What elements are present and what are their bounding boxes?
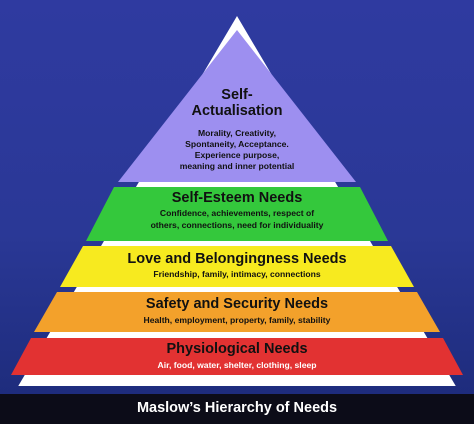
tier-self-esteem — [86, 187, 388, 241]
tier-safety-security — [34, 292, 440, 332]
self-actualisation-title-line2: Actualisation — [191, 103, 283, 119]
self-esteem-desc-line2: others, connections, need for individual… — [150, 220, 324, 230]
tier-love-belonging — [60, 246, 414, 287]
self-actualisation-title-line1: Self- — [221, 87, 253, 103]
self-actualisation-desc-line1: Morality, Creativity, — [197, 128, 276, 138]
love-belonging-title: Love and Belongingness Needs — [127, 251, 347, 267]
self-actualisation-desc-line4: meaning and inner potential — [179, 161, 295, 171]
love-belonging-desc: Friendship, family, intimacy, connection… — [153, 269, 321, 279]
caption-bar — [0, 394, 474, 424]
physiological-title: Physiological Needs — [166, 341, 308, 357]
self-esteem-title: Self-Esteem Needs — [171, 190, 303, 206]
self-esteem-desc-line1: Confidence, achievements, respect of — [159, 208, 315, 218]
self-actualisation-desc-line2: Spontaneity, Acceptance. — [185, 139, 289, 149]
self-actualisation-desc-line3: Experience purpose, — [194, 150, 280, 160]
diagram-caption: Maslow’s Hierarchy of Needs — [136, 400, 338, 416]
tier-self-actualisation — [118, 30, 356, 182]
physiological-desc: Air, food, water, shelter, clothing, sle… — [157, 360, 317, 370]
safety-security-desc: Health, employment, property, family, st… — [143, 315, 331, 325]
tier-physiological — [11, 338, 463, 375]
safety-security-title: Safety and Security Needs — [145, 296, 329, 312]
